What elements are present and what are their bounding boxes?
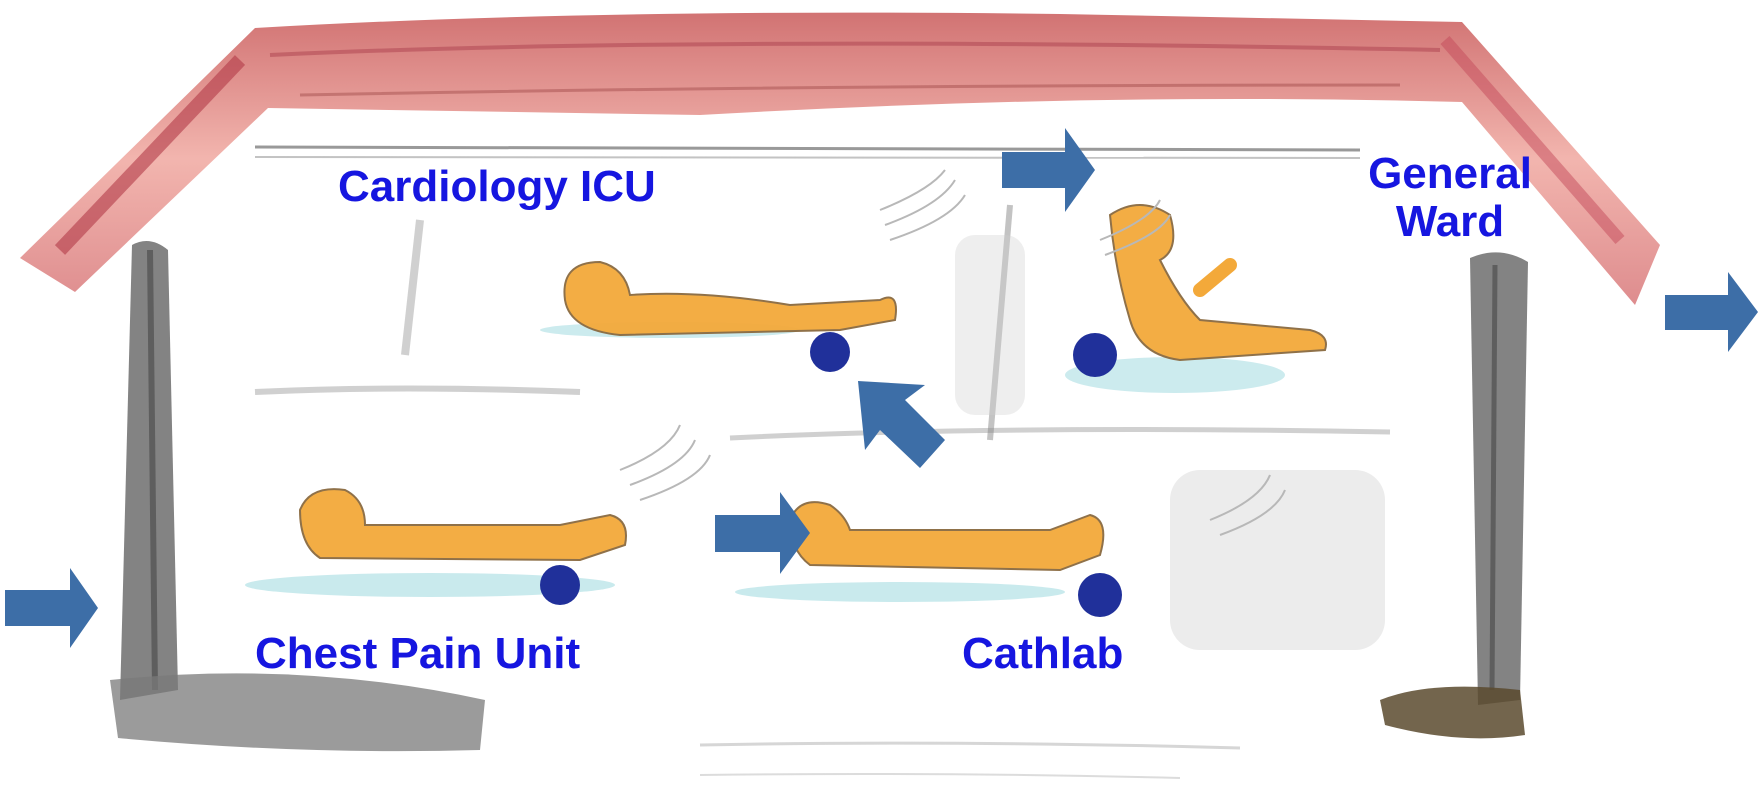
patient-lying-icon	[245, 489, 626, 605]
flow-arrow-icon	[1665, 272, 1758, 352]
pillow-icon	[1078, 573, 1122, 617]
patient-sitting-icon	[1065, 205, 1326, 393]
patient-lying-icon	[540, 262, 896, 372]
flow-arrow-icon	[5, 568, 98, 648]
general-ward-label-line1: General	[1360, 150, 1540, 198]
pillow-icon	[810, 332, 850, 372]
cathlab-label: Cathlab	[962, 630, 1123, 678]
flow-arrow-icon	[715, 492, 810, 574]
general-ward-label: General Ward	[1360, 150, 1540, 246]
pillow-icon	[1073, 333, 1117, 377]
pillow-icon	[540, 565, 580, 605]
flow-arrow-icon	[858, 381, 945, 468]
right-pillar	[1380, 252, 1528, 738]
flow-arrow-icon	[1002, 128, 1095, 212]
general-ward-label-line2: Ward	[1360, 198, 1540, 246]
chest-pain-unit-label: Chest Pain Unit	[255, 630, 580, 678]
cardiology-icu-label: Cardiology ICU	[338, 163, 656, 211]
